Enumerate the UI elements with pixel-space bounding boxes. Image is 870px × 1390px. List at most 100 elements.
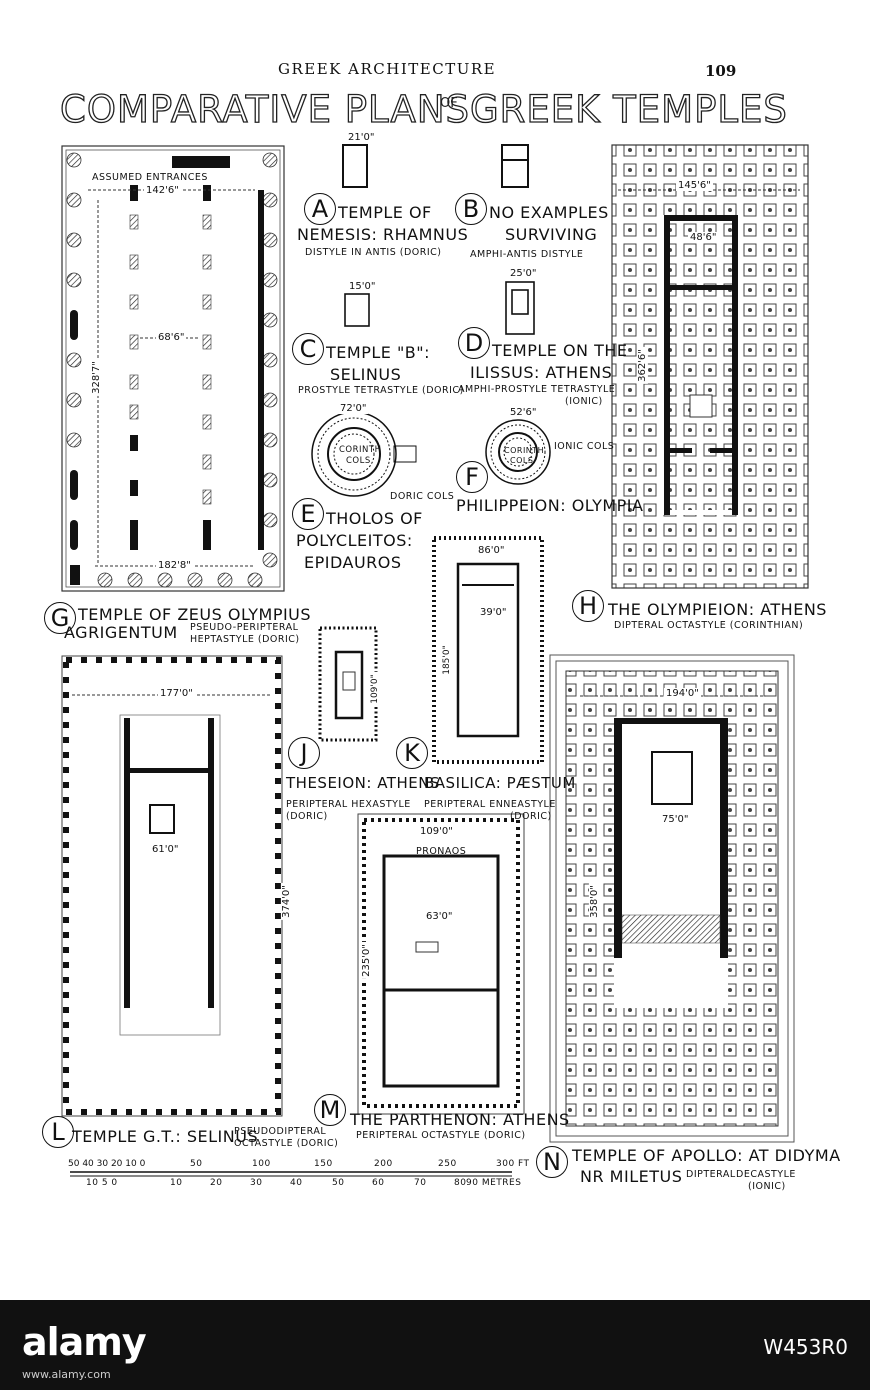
dim-m-cella: 63'0" bbox=[424, 911, 455, 922]
plan-l-selinus bbox=[61, 655, 283, 1117]
page-title-right: GREEK TEMPLES bbox=[469, 87, 788, 131]
plan-n-title-1: TEMPLE OF APOLLO: AT DIDYMA bbox=[572, 1146, 841, 1165]
plan-n-subtitle-2: DECASTYLE bbox=[736, 1169, 796, 1180]
plan-a-subtitle: DISTYLE IN ANTIS (DORIC) bbox=[305, 247, 442, 258]
plan-b-title-2: SURVIVING bbox=[505, 225, 598, 244]
plan-e-note-doric: DORIC COLS bbox=[390, 491, 455, 502]
scale-metre-4: 40 bbox=[290, 1178, 303, 1188]
scale-bar bbox=[70, 1171, 512, 1177]
plan-f-note-corinth: CORINTH bbox=[504, 446, 545, 455]
scale-metre-7: 70 bbox=[414, 1178, 427, 1188]
plan-f-title-1: PHILIPPEION: OLYMPIA bbox=[456, 496, 644, 515]
scale-metre-6: 60 bbox=[372, 1178, 385, 1188]
scale-feet-6: 300 FT bbox=[496, 1159, 530, 1169]
dim-g-length: 328'7" bbox=[90, 359, 102, 396]
plan-a-nemesis bbox=[342, 144, 368, 188]
dim-d-width: 25'0" bbox=[508, 268, 539, 279]
scale-feet-5: 250 bbox=[438, 1159, 457, 1169]
plan-g-subtitle-2: HEPTASTYLE (DORIC) bbox=[190, 634, 300, 645]
plan-m-note-pronaos: PRONAOS bbox=[416, 846, 467, 857]
plan-l-subtitle: PSEUDODIPTERAL bbox=[234, 1126, 327, 1137]
plan-g-subtitle: PSEUDO-PERIPTERAL bbox=[190, 622, 299, 633]
plan-letter-n: N bbox=[536, 1146, 568, 1178]
plan-letter-m: M bbox=[314, 1094, 346, 1126]
scale-feet-2: 100 bbox=[252, 1159, 271, 1169]
dim-c-width: 15'0" bbox=[347, 281, 378, 292]
plan-c-title-1: TEMPLE "B": bbox=[326, 343, 431, 362]
plan-n-subtitle-3: (IONIC) bbox=[748, 1181, 786, 1192]
dim-e-diameter: 72'0" bbox=[338, 403, 369, 414]
plan-d-title-2: ILISSUS: ATHENS bbox=[470, 363, 613, 382]
scale-metre-0: 10 5 0 bbox=[86, 1178, 118, 1188]
plan-h-olympieion bbox=[611, 144, 809, 589]
scale-metre-9: 90 METRES bbox=[466, 1178, 522, 1188]
plan-d-subtitle: AMPHI-PROSTYLE TETRASTYLE bbox=[458, 384, 616, 395]
dim-l-width: 177'0" bbox=[158, 688, 195, 699]
scale-metre-2: 20 bbox=[210, 1178, 223, 1188]
page-title-left: COMPARATIVE PLANS bbox=[59, 87, 470, 131]
plan-f-note-cols: COLS bbox=[510, 456, 534, 465]
plan-k-title-1: BASILICA: PÆSTUM bbox=[424, 774, 576, 792]
footer-logo: alamy bbox=[22, 1320, 147, 1364]
plan-g-note-entrances: ASSUMED ENTRANCES bbox=[92, 172, 208, 183]
dim-g-width: 142'6" bbox=[144, 185, 181, 196]
plan-letter-h: H bbox=[572, 590, 604, 622]
plan-letter-k: K bbox=[396, 737, 428, 769]
plan-k-subtitle-2: (DORIC) bbox=[510, 811, 552, 822]
dim-m-length: 235'0" bbox=[360, 942, 372, 979]
plan-f-note-ionic: IONIC COLS bbox=[554, 441, 615, 452]
plan-d-subtitle-2: (IONIC) bbox=[565, 396, 603, 407]
plan-m-parthenon bbox=[357, 813, 525, 1115]
dim-a-width: 21'0" bbox=[346, 132, 377, 143]
plan-c-title-2: SELINUS bbox=[330, 365, 402, 384]
plan-a-title-1: TEMPLE OF bbox=[338, 203, 432, 222]
plan-k-subtitle: PERIPTERAL ENNEASTYLE bbox=[424, 799, 556, 810]
plan-letter-g: G bbox=[44, 602, 76, 634]
dim-h-width: 145'6" bbox=[676, 180, 713, 191]
plan-n-didyma bbox=[549, 654, 795, 1143]
scale-feet-1: 50 bbox=[190, 1159, 203, 1169]
plan-c-subtitle: PROSTYLE TETRASTYLE (DORIC) bbox=[298, 385, 464, 396]
plan-e-title-1: THOLOS OF bbox=[326, 509, 423, 528]
plan-e-title-2: POLYCLEITOS: bbox=[296, 531, 413, 550]
plan-letter-e: E bbox=[292, 498, 324, 530]
dim-l-cella: 61'0" bbox=[150, 844, 181, 855]
scale-feet-4: 200 bbox=[374, 1159, 393, 1169]
scale-metre-5: 50 bbox=[332, 1178, 345, 1188]
dim-h-cella: 48'6" bbox=[688, 232, 719, 243]
dim-k-width: 86'0" bbox=[476, 545, 507, 556]
temple-plans-drawing bbox=[61, 144, 809, 1177]
dim-m-width: 109'0" bbox=[418, 826, 455, 837]
plan-k-basilica bbox=[432, 536, 544, 764]
dim-f-diameter: 52'6" bbox=[508, 407, 539, 418]
plan-letter-b: B bbox=[455, 193, 487, 225]
plan-n-title-2: NR MILETUS bbox=[580, 1167, 683, 1186]
plan-j-title-1: THESEION: ATHENS bbox=[286, 774, 440, 792]
plan-d-title-1: TEMPLE ON THE bbox=[492, 341, 628, 360]
plan-n-subtitle: DIPTERAL bbox=[686, 1169, 736, 1180]
plan-letter-l: L bbox=[42, 1116, 74, 1148]
scale-metre-8: 80 bbox=[454, 1178, 467, 1188]
plan-g-title-1: TEMPLE OF ZEUS OLYMPIUS bbox=[78, 605, 312, 624]
plan-letter-d: D bbox=[458, 327, 490, 359]
plan-m-subtitle: PERIPTERAL OCTASTYLE (DORIC) bbox=[356, 1130, 526, 1141]
plan-f-philippeion bbox=[485, 419, 551, 485]
plan-j-theseion bbox=[318, 626, 378, 742]
plan-d-ilissus bbox=[505, 281, 535, 335]
plan-a-title-2: NEMESIS: RHAMNUS bbox=[297, 225, 469, 244]
plan-c-temple-b bbox=[344, 293, 370, 327]
scale-metre-3: 30 bbox=[250, 1178, 263, 1188]
plan-letter-f: F bbox=[456, 461, 488, 493]
running-header: GREEK ARCHITECTURE bbox=[278, 60, 497, 78]
plan-h-title-1: THE OLYMPIEION: ATHENS bbox=[608, 600, 827, 619]
dim-n-width: 194'0" bbox=[664, 688, 701, 699]
plan-b-title-1: NO EXAMPLES bbox=[489, 203, 609, 222]
dim-g-cella: 68'6" bbox=[156, 332, 187, 343]
footer-bar bbox=[0, 1300, 870, 1390]
plan-h-subtitle: DIPTERAL OCTASTYLE (CORINTHIAN) bbox=[614, 620, 804, 631]
plan-g-title-2: AGRIGENTUM bbox=[64, 623, 178, 642]
plan-letter-j: J bbox=[288, 737, 320, 769]
dim-g-base: 182'8" bbox=[156, 560, 193, 571]
plan-m-title-1: THE PARTHENON: ATHENS bbox=[350, 1110, 570, 1129]
dim-k-cella: 39'0" bbox=[478, 607, 509, 618]
